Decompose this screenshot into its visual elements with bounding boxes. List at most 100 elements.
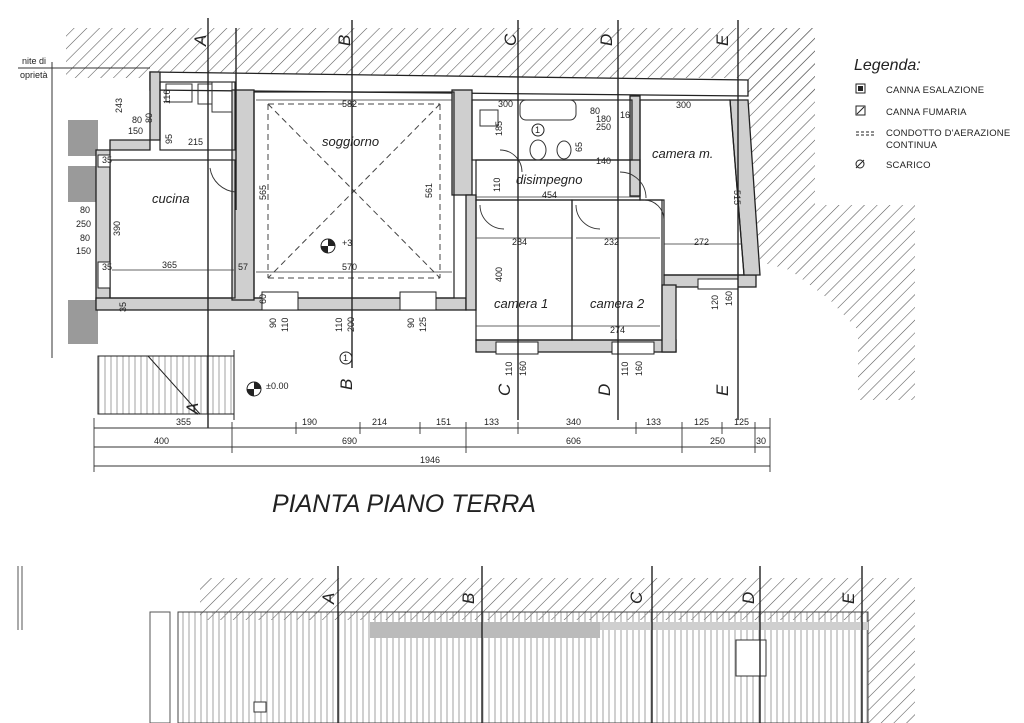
svg-text:561: 561 bbox=[424, 183, 434, 198]
svg-text:110: 110 bbox=[280, 318, 290, 332]
svg-text:125: 125 bbox=[418, 317, 428, 332]
svg-text:110: 110 bbox=[620, 362, 630, 376]
dimension-labels: 243 80 150 116 80 95 215 582 565 561 570… bbox=[76, 90, 742, 376]
svg-text:565: 565 bbox=[258, 185, 268, 200]
interior-dimension-lines bbox=[112, 99, 742, 327]
svg-text:185: 185 bbox=[494, 121, 504, 136]
svg-text:90: 90 bbox=[268, 318, 278, 328]
legend-item-3: CONDOTTO D'AERAZIONE bbox=[886, 128, 1010, 139]
svg-text:284: 284 bbox=[512, 237, 527, 247]
svg-text:150: 150 bbox=[128, 126, 143, 136]
svg-text:243: 243 bbox=[114, 98, 124, 113]
svg-text:570: 570 bbox=[342, 262, 357, 272]
svg-text:250: 250 bbox=[710, 436, 725, 446]
lower-axis-E: E bbox=[839, 592, 858, 604]
room-label-cucina: cucina bbox=[152, 191, 190, 206]
property-note-1: nite di bbox=[22, 56, 46, 66]
axis-C-bottom: C bbox=[495, 383, 514, 396]
svg-text:515: 515 bbox=[732, 190, 742, 205]
dimension-row-1: 355 190 214 151 133 340 133 125 125 bbox=[176, 417, 749, 427]
svg-text:80: 80 bbox=[80, 205, 90, 215]
lower-axis-D: D bbox=[739, 592, 758, 604]
room-outlines bbox=[109, 81, 745, 341]
svg-text:151: 151 bbox=[436, 417, 451, 427]
svg-text:400: 400 bbox=[154, 436, 169, 446]
svg-text:110: 110 bbox=[504, 362, 514, 376]
svg-text:160: 160 bbox=[634, 361, 644, 376]
room-label-camera-2: camera 2 bbox=[590, 296, 645, 311]
property-note-2: oprietà bbox=[20, 70, 48, 80]
dimension-total: 1946 bbox=[420, 455, 440, 465]
svg-text:400: 400 bbox=[494, 267, 504, 282]
door-swings bbox=[209, 149, 665, 230]
axis-D-bottom: D bbox=[595, 384, 614, 396]
legend-item-3b: CONTINUA bbox=[886, 140, 938, 151]
svg-text:65: 65 bbox=[574, 142, 584, 152]
svg-text:232: 232 bbox=[604, 237, 619, 247]
svg-text:190: 190 bbox=[302, 417, 317, 427]
stone-blocks bbox=[68, 120, 98, 344]
svg-text:272: 272 bbox=[694, 237, 709, 247]
lower-plan bbox=[17, 566, 915, 723]
marker-circle-2: 1 bbox=[343, 353, 348, 363]
level-marker-outside-icon bbox=[246, 381, 262, 397]
hatched-ground bbox=[66, 28, 915, 400]
room-label-disimpegno: disimpegno bbox=[516, 172, 583, 187]
legend-item-4: SCARICO bbox=[886, 160, 931, 171]
svg-text:160: 160 bbox=[724, 291, 734, 306]
svg-text:35: 35 bbox=[102, 155, 112, 165]
axis-A-top: A bbox=[191, 35, 210, 47]
dimension-row-2: 400 690 606 250 30 bbox=[154, 436, 766, 446]
svg-text:60: 60 bbox=[258, 294, 268, 304]
svg-text:160: 160 bbox=[518, 361, 528, 376]
marker-circle-icon bbox=[531, 123, 545, 137]
legend: CANNA ESALAZIONE CANNA FUMARIA CONDOTTO … bbox=[855, 83, 1010, 171]
svg-text:116: 116 bbox=[162, 90, 172, 104]
lower-axis-A: A bbox=[319, 593, 338, 605]
svg-text:250: 250 bbox=[76, 219, 91, 229]
legend-item-2: CANNA FUMARIA bbox=[886, 107, 967, 118]
svg-text:150: 150 bbox=[76, 246, 91, 256]
room-label-camera-1: camera 1 bbox=[494, 296, 548, 311]
axis-B-bottom: B bbox=[337, 379, 356, 390]
svg-text:140: 140 bbox=[596, 156, 611, 166]
svg-text:300: 300 bbox=[498, 99, 513, 109]
svg-text:690: 690 bbox=[342, 436, 357, 446]
svg-text:214: 214 bbox=[372, 417, 387, 427]
marker-circle-1: 1 bbox=[535, 125, 540, 135]
svg-text:80: 80 bbox=[80, 233, 90, 243]
level-soggiorno: +3 bbox=[342, 238, 352, 248]
svg-text:35: 35 bbox=[118, 302, 128, 312]
svg-text:95: 95 bbox=[164, 134, 174, 144]
svg-text:133: 133 bbox=[646, 417, 661, 427]
svg-text:390: 390 bbox=[112, 221, 122, 236]
svg-text:57: 57 bbox=[238, 262, 248, 272]
svg-text:340: 340 bbox=[566, 417, 581, 427]
lower-axis-C: C bbox=[627, 591, 646, 604]
staircase bbox=[97, 350, 235, 420]
svg-text:355: 355 bbox=[176, 417, 191, 427]
lower-axis-B: B bbox=[459, 593, 478, 604]
axis-C-top: C bbox=[501, 33, 520, 46]
bathroom-fixtures bbox=[165, 81, 577, 161]
room-label-soggiorno: soggiorno bbox=[322, 134, 379, 149]
overall-dimension-lines bbox=[93, 418, 771, 472]
level-marker-icon bbox=[320, 238, 336, 254]
svg-text:365: 365 bbox=[162, 260, 177, 270]
svg-text:133: 133 bbox=[484, 417, 499, 427]
svg-text:582: 582 bbox=[342, 99, 357, 109]
svg-text:110: 110 bbox=[334, 318, 344, 332]
svg-text:200: 200 bbox=[346, 317, 356, 332]
svg-text:30: 30 bbox=[756, 436, 766, 446]
level-outside: ±0.00 bbox=[266, 381, 288, 391]
svg-text:110: 110 bbox=[492, 178, 502, 192]
svg-text:215: 215 bbox=[188, 137, 203, 147]
svg-text:606: 606 bbox=[566, 436, 581, 446]
plan-title: PIANTA PIANO TERRA bbox=[272, 490, 536, 518]
svg-text:180: 180 bbox=[596, 114, 611, 124]
svg-text:250: 250 bbox=[596, 122, 611, 132]
axis-A-bottom: A bbox=[183, 403, 202, 415]
svg-text:125: 125 bbox=[694, 417, 709, 427]
svg-text:125: 125 bbox=[734, 417, 749, 427]
